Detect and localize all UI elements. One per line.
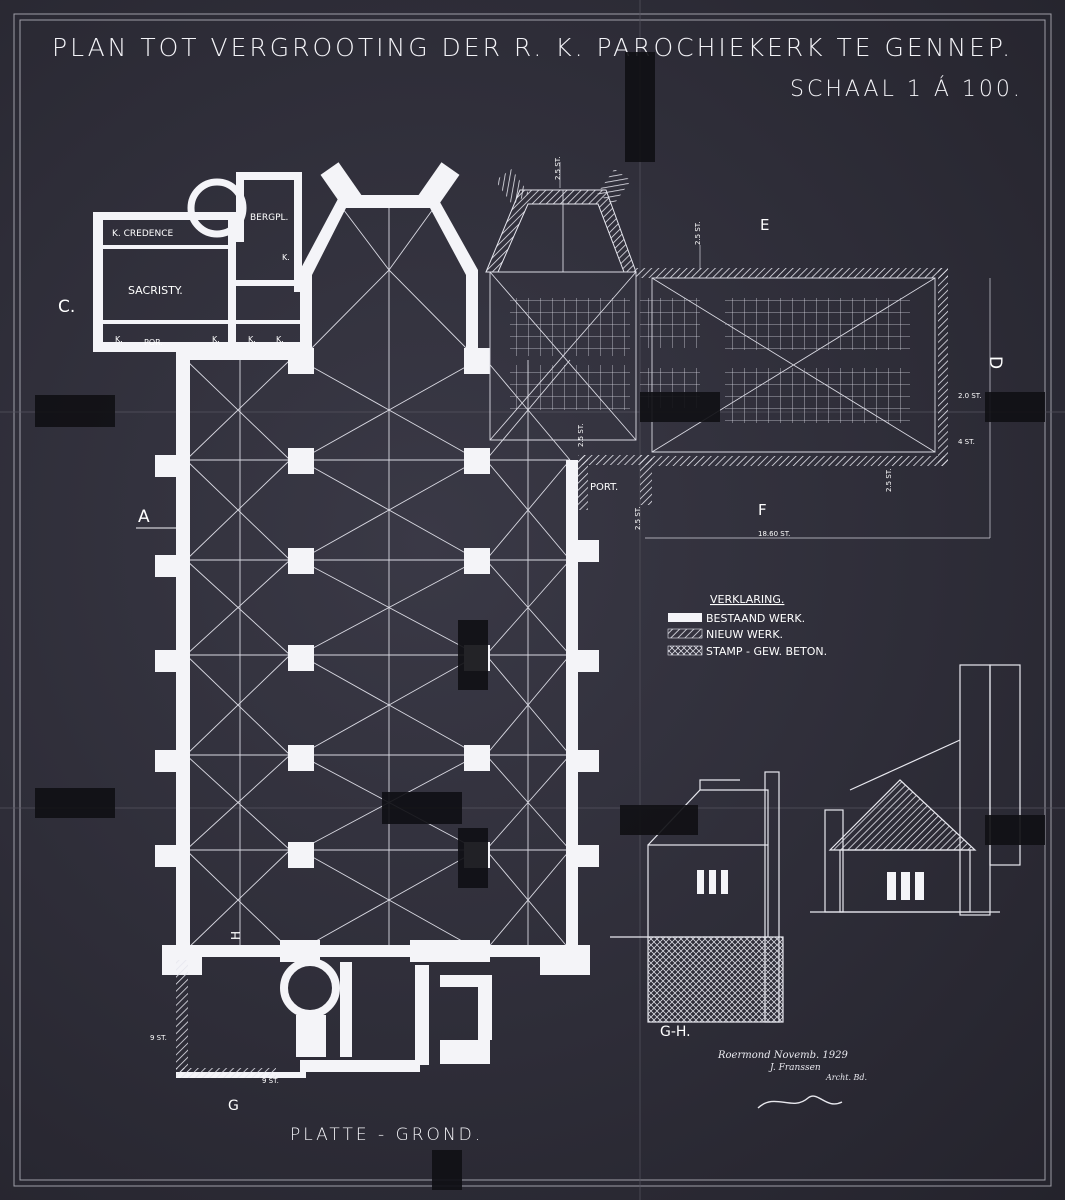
dimension-8: 9 ST. — [150, 1034, 167, 1042]
room-credence: K. CREDENCE — [112, 229, 173, 239]
legend: VERKLARING. BESTAAND WERK. NIEUW WERK. S… — [667, 593, 827, 658]
legend-swatch-beton — [667, 645, 703, 656]
section-g-h — [610, 664, 1021, 1023]
dimension-1: 2.5 ST. — [554, 157, 562, 180]
dimension-3: 2.5 ST. — [577, 424, 585, 447]
existing-walls — [93, 162, 599, 1078]
section-mark-a: A — [138, 507, 150, 527]
signature-scrawl — [757, 1095, 843, 1109]
room-k1: K. — [115, 335, 123, 344]
signature-line-3: Archt. Bd. — [825, 1073, 867, 1082]
dimension-4: 2.0 ST. — [958, 392, 981, 400]
room-port: PORT. — [590, 482, 618, 493]
section-mark-c: C. — [58, 297, 75, 317]
section-mark-f: F — [758, 501, 767, 519]
room-sacristy: SACRISTY. — [128, 284, 183, 297]
tape-marks — [35, 52, 1045, 1190]
room-labels: K. CREDENCE SACRISTY. BERGPL. K. K. POR.… — [112, 213, 618, 493]
signature-line-1: Roermond Novemb. 1929 — [717, 1050, 848, 1061]
dimension-labels: 2.5 ST. 2.5 ST. 2.5 ST. 2.0 ST. 2.5 ST. … — [150, 157, 981, 1085]
legend-swatch-new — [667, 628, 703, 639]
dimension-5: 2.5 ST. — [885, 469, 893, 492]
room-k4: K. — [276, 335, 284, 344]
sheet-border — [13, 13, 1052, 1187]
dimension-10: 4 ST. — [958, 438, 975, 446]
signature-line-2: J. Franssen — [768, 1063, 821, 1073]
dimension-9: 9 ST. — [262, 1077, 279, 1085]
room-por: POR. — [144, 338, 163, 347]
legend-label-existing: BESTAAND WERK. — [706, 612, 805, 625]
section-label: G-H. — [660, 1024, 691, 1040]
legend-swatch-existing — [668, 613, 702, 622]
room-k2: K. — [212, 335, 220, 344]
drawing-scale: SCHAAL 1 Á 100. — [790, 76, 1023, 102]
room-bergpl: BERGPL. — [250, 213, 288, 223]
plan-label: PLATTE - GROND. — [290, 1125, 483, 1145]
section-mark-h: H — [229, 931, 243, 940]
dimension-2: 2.5 ST. — [694, 222, 702, 245]
section-mark-e: E — [760, 216, 769, 234]
section-mark-d: D — [985, 356, 1005, 369]
section-mark-g: G — [228, 1098, 239, 1114]
dimension-6: 2.5 ST. — [634, 507, 642, 530]
new-work-floor-grids — [510, 298, 910, 423]
room-k-small: K. — [282, 253, 290, 262]
new-work-walls — [176, 168, 948, 1078]
room-k3: K. — [248, 335, 256, 344]
signature-block: Roermond Novemb. 1929 J. Franssen Archt.… — [717, 1050, 867, 1109]
legend-heading: VERKLARING. — [710, 593, 784, 606]
legend-label-new: NIEUW WERK. — [706, 628, 783, 641]
legend-label-beton: STAMP - GEW. BETON. — [706, 645, 827, 658]
drawing-title: PLAN TOT VERGROOTING DER R. K. PAROCHIEK… — [52, 33, 1013, 62]
dimension-7: 18.60 ST. — [758, 530, 790, 538]
